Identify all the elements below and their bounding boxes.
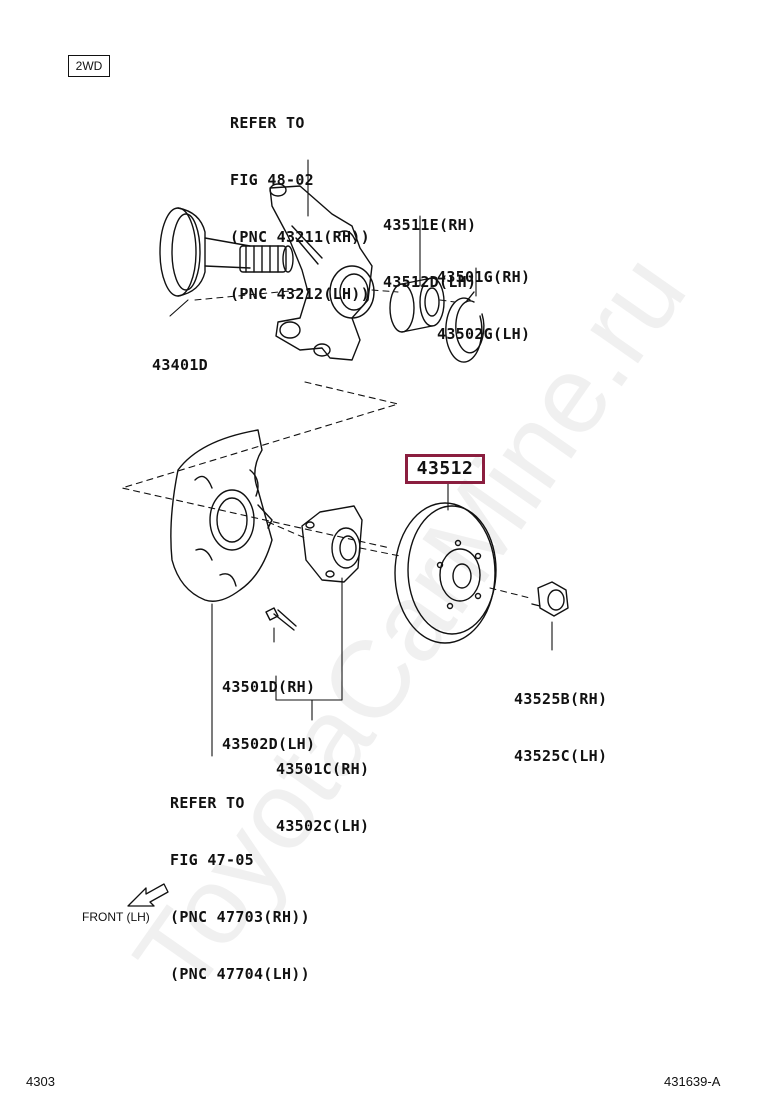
leader-lines <box>169 159 553 757</box>
label-43525b[interactable]: 43525B(RH) 43525C(LH) <box>514 652 607 804</box>
label-43501g[interactable]: 43501G(RH) 43502G(LH) <box>437 230 530 382</box>
label-line: 43401D <box>152 356 208 374</box>
label-43501d[interactable]: 43501D(RH) 43502D(LH) <box>222 640 315 792</box>
label-line: FIG 48-02 <box>230 171 314 189</box>
snap-ring-43501g <box>445 291 485 363</box>
label-43401d[interactable]: 43401D <box>152 318 208 413</box>
label-line: (PNC 47703(RH)) <box>170 908 310 926</box>
label-line: 43525B(RH) <box>514 690 608 708</box>
label-line: 43501G(RH) <box>437 268 531 286</box>
bearing-43511e <box>389 277 445 333</box>
label-line: 43501C(RH) <box>276 760 370 778</box>
hub-bolt-43501d <box>265 607 297 631</box>
highlighted-part-43512[interactable]: 43512 <box>405 454 485 484</box>
label-line: 43525C(LH) <box>514 747 608 765</box>
dust-cover <box>170 429 273 602</box>
footer-page-number: 4303 <box>26 1074 55 1089</box>
drivetrain-badge: 2WD <box>68 55 110 77</box>
steering-knuckle <box>269 183 375 361</box>
label-line: REFER TO <box>230 114 305 132</box>
front-label: FRONT (LH) <box>82 910 150 924</box>
drive-shaft-43401d <box>159 207 294 297</box>
label-line: 43512D(LH) <box>383 273 477 291</box>
label-line: (PNC 43212(LH)) <box>230 285 370 303</box>
label-line: (PNC 47704(LH)) <box>170 965 310 983</box>
label-43511e[interactable]: 43511E(RH) 43512D(LH) <box>383 178 476 330</box>
label-line: 43502C(LH) <box>276 817 370 835</box>
label-line: 43502G(LH) <box>437 325 531 343</box>
label-refer-bottom: REFER TO FIG 47-05 (PNC 47703(RH)) (PNC … <box>170 756 310 1022</box>
footer-figure-code: 431639-A <box>664 1074 721 1089</box>
dashed-guide <box>121 381 399 549</box>
label-line: 43501D(RH) <box>222 678 316 696</box>
hub-nut-43525b <box>531 581 569 617</box>
label-refer-top: REFER TO FIG 48-02 (PNC 43211(RH)) (PNC … <box>230 76 370 342</box>
front-arrow-icon <box>127 883 169 907</box>
label-line: 43502D(LH) <box>222 735 316 753</box>
label-line: 43511E(RH) <box>383 216 477 234</box>
disc-rotor-43512 <box>394 502 497 644</box>
label-43501c[interactable]: 43501C(RH) 43502C(LH) <box>276 722 369 874</box>
label-line: REFER TO <box>170 794 245 812</box>
label-line: (PNC 43211(RH)) <box>230 228 370 246</box>
label-line: FIG 47-05 <box>170 851 254 869</box>
dashed-axis-bottom <box>267 521 531 599</box>
axle-hub-43501c <box>301 505 363 583</box>
